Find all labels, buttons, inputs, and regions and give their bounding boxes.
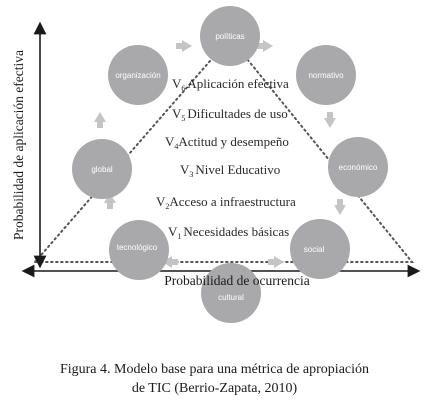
svg-text:políticas: políticas <box>215 32 244 41</box>
caption-text-2: de TIC (Berrio-Zapata, 2010) <box>131 381 298 396</box>
cycle-arrow-1 <box>176 40 192 52</box>
y-axis-label: Probabilidad de aplicación efectiva <box>11 50 26 240</box>
node-global: global <box>72 139 132 199</box>
node-tecnologico: tecnológico <box>109 220 169 280</box>
node-cultural: cultural <box>201 263 261 323</box>
caption-label: Figura 4. <box>59 362 111 377</box>
cycle-arrows <box>94 40 346 268</box>
cycle-arrow-8 <box>94 112 106 128</box>
node-normativo: normativo <box>296 45 356 105</box>
cycle-arrow-4 <box>334 199 346 215</box>
cycle-arrow-6 <box>162 256 178 268</box>
cycle-arrow-5 <box>268 256 284 268</box>
svg-text:organización: organización <box>115 71 160 80</box>
x-axis-label: Probabilidad de ocurrencia <box>164 273 309 288</box>
svg-text:social: social <box>304 245 325 254</box>
figure-caption: Figura 4. Modelo base para una métrica d… <box>0 360 429 398</box>
svg-text:global: global <box>91 165 113 174</box>
svg-text:económico: económico <box>339 163 378 172</box>
node-social: social <box>290 219 350 279</box>
caption-line-1: Figura 4. Modelo base para una métrica d… <box>0 360 429 379</box>
cycle-arrow-7 <box>104 193 116 209</box>
probability-triangle <box>32 36 415 263</box>
tic-appropriation-diagram: políticas normativo económico social cul… <box>11 6 421 323</box>
svg-text:cultural: cultural <box>218 293 244 302</box>
caption-line-2: de TIC (Berrio-Zapata, 2010) <box>0 379 429 398</box>
level-v2: V2Acceso a infraestructura <box>156 194 296 211</box>
svg-text:tecnológico: tecnológico <box>117 243 158 252</box>
node-economico: económico <box>328 137 388 197</box>
svg-text:normativo: normativo <box>308 71 344 80</box>
cycle-arrow-2 <box>257 40 273 52</box>
level-v4: V4Actitud y desempeño <box>165 134 289 151</box>
node-organizacion: organización <box>108 45 168 105</box>
node-politicas: políticas <box>200 6 260 66</box>
cycle-arrow-3 <box>324 112 336 128</box>
caption-text-1: Modelo base para una métrica de apropiac… <box>114 362 370 377</box>
